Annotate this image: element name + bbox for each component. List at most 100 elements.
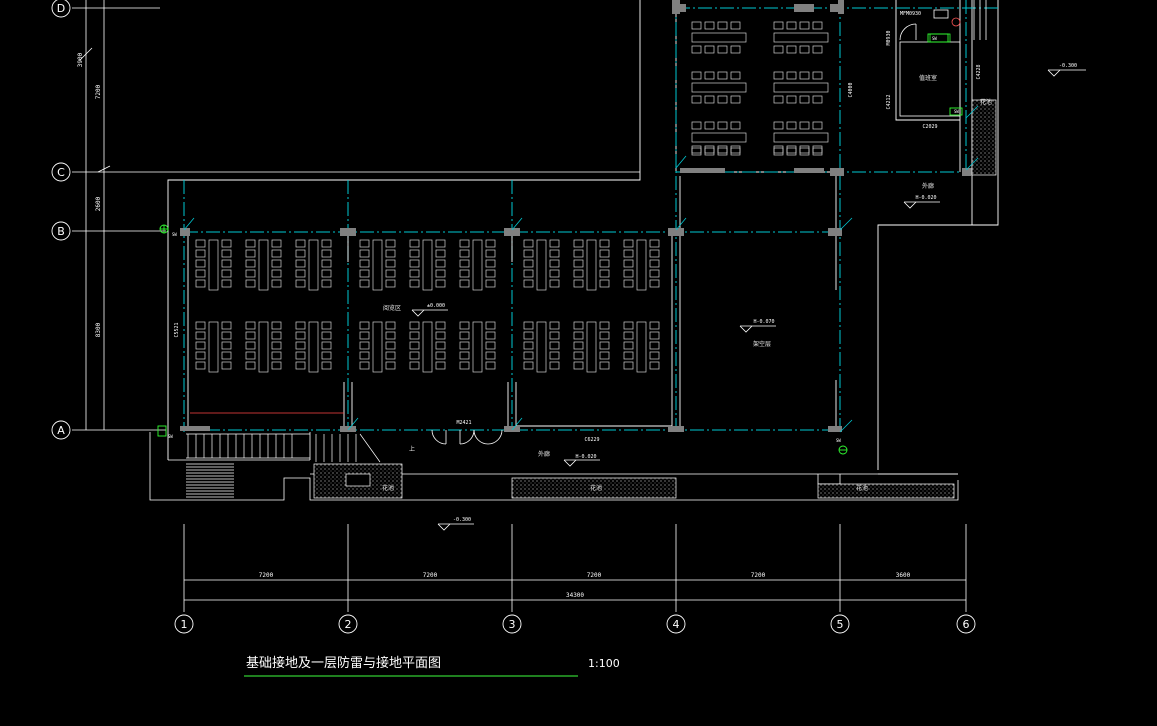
desk-mark bbox=[623, 341, 634, 350]
desk-mark bbox=[599, 361, 610, 370]
desk-mark bbox=[573, 269, 584, 278]
desk-mark bbox=[536, 321, 547, 373]
desk-mark bbox=[245, 321, 256, 330]
desk-mark bbox=[623, 249, 634, 258]
desk-mark bbox=[649, 361, 660, 370]
left-dimensions: 3900 7200 2600 8300 bbox=[77, 52, 102, 337]
desk-mark bbox=[730, 121, 741, 130]
desk-mark bbox=[459, 331, 470, 340]
svg-text:6: 6 bbox=[963, 618, 970, 631]
svg-text:7200: 7200 bbox=[751, 572, 766, 579]
desk-mark bbox=[799, 71, 810, 80]
desk-mark bbox=[385, 341, 396, 350]
reading-level-marker bbox=[411, 309, 448, 317]
desk-mark bbox=[435, 239, 446, 248]
desk-mark bbox=[773, 71, 784, 80]
desk-mark bbox=[717, 45, 728, 54]
desk-mark bbox=[623, 269, 634, 278]
desk-mark bbox=[523, 269, 534, 278]
desk-mark bbox=[359, 321, 370, 330]
desk-mark bbox=[799, 121, 810, 130]
desk-mark bbox=[271, 239, 282, 248]
desk-mark bbox=[208, 321, 219, 373]
desk-mark bbox=[221, 321, 232, 330]
desk-mark bbox=[599, 279, 610, 288]
main-block-walls bbox=[187, 176, 837, 427]
desk-mark bbox=[623, 361, 634, 370]
desk-mark bbox=[271, 321, 282, 330]
desk-mark bbox=[208, 239, 219, 291]
desk-mark bbox=[321, 249, 332, 258]
desk-mark bbox=[372, 321, 383, 373]
desk-mark bbox=[812, 21, 823, 30]
corridor-label: 外廊 bbox=[538, 450, 550, 458]
desk-mark bbox=[385, 269, 396, 278]
desk-mark bbox=[773, 132, 829, 143]
desk-mark bbox=[245, 331, 256, 340]
desk-mark bbox=[649, 259, 660, 268]
reading-area-label: 阅览区 bbox=[383, 304, 401, 312]
desk-mark bbox=[359, 351, 370, 360]
desk-mark bbox=[295, 279, 306, 288]
axis-bubble-3: 3 bbox=[502, 614, 522, 634]
desk-mark bbox=[799, 21, 810, 30]
desk-mark bbox=[409, 351, 420, 360]
planter-label-1: 花池 bbox=[382, 484, 394, 492]
desk-mark bbox=[799, 95, 810, 104]
desk-mark bbox=[385, 351, 396, 360]
desk-mark bbox=[773, 95, 784, 104]
desk-mark bbox=[523, 259, 534, 268]
desk-mark bbox=[359, 331, 370, 340]
desk-mark bbox=[786, 45, 797, 54]
svg-text:A: A bbox=[57, 424, 65, 437]
columns bbox=[180, 0, 972, 432]
desk-mark bbox=[359, 259, 370, 268]
desk-mark bbox=[245, 259, 256, 268]
desk-mark bbox=[773, 21, 784, 30]
door-mf-label: MFM0930 bbox=[900, 11, 921, 17]
desk-mark bbox=[195, 279, 206, 288]
svg-text:1: 1 bbox=[181, 618, 188, 631]
desk-mark bbox=[549, 279, 560, 288]
desk-mark bbox=[258, 239, 269, 291]
svg-text:7200: 7200 bbox=[587, 572, 602, 579]
desk-mark bbox=[195, 239, 206, 248]
desk-mark bbox=[786, 21, 797, 30]
desk-mark bbox=[586, 321, 597, 373]
desk-mark bbox=[271, 279, 282, 288]
desk-mark bbox=[704, 71, 715, 80]
desk-mark bbox=[704, 147, 715, 156]
outside-corridor-level: H-0.020 bbox=[915, 195, 936, 201]
desk-mark bbox=[704, 121, 715, 130]
desk-mark bbox=[435, 361, 446, 370]
svg-text:8300: 8300 bbox=[95, 322, 102, 337]
desk-mark bbox=[459, 249, 470, 258]
desk-mark bbox=[812, 121, 823, 130]
desk-mark bbox=[549, 259, 560, 268]
window-side-label: C4212 bbox=[886, 94, 892, 109]
bottom-outline bbox=[149, 432, 959, 501]
desk-mark bbox=[409, 321, 420, 330]
desk-mark bbox=[786, 145, 797, 154]
desk-mark bbox=[271, 341, 282, 350]
desk-mark bbox=[435, 269, 446, 278]
desk-mark bbox=[786, 121, 797, 130]
window-c5-label: C5521 bbox=[174, 322, 180, 337]
desk-mark bbox=[221, 331, 232, 340]
desk-mark bbox=[245, 351, 256, 360]
svg-text:3600: 3600 bbox=[896, 572, 911, 579]
desk-mark bbox=[649, 341, 660, 350]
desk-mark bbox=[485, 361, 496, 370]
desk-mark bbox=[549, 341, 560, 350]
desk-mark bbox=[623, 259, 634, 268]
desk-mark bbox=[221, 341, 232, 350]
desk-mark bbox=[385, 239, 396, 248]
axis-bubble-B: B bbox=[51, 221, 71, 241]
axis-bubble-2: 2 bbox=[338, 614, 358, 634]
desk-mark bbox=[485, 249, 496, 258]
desk-mark bbox=[435, 321, 446, 330]
drawing-title: 基础接地及一层防雷与接地平面图 bbox=[246, 655, 441, 671]
desk-mark bbox=[717, 71, 728, 80]
outdoor-level-marker bbox=[437, 523, 474, 531]
